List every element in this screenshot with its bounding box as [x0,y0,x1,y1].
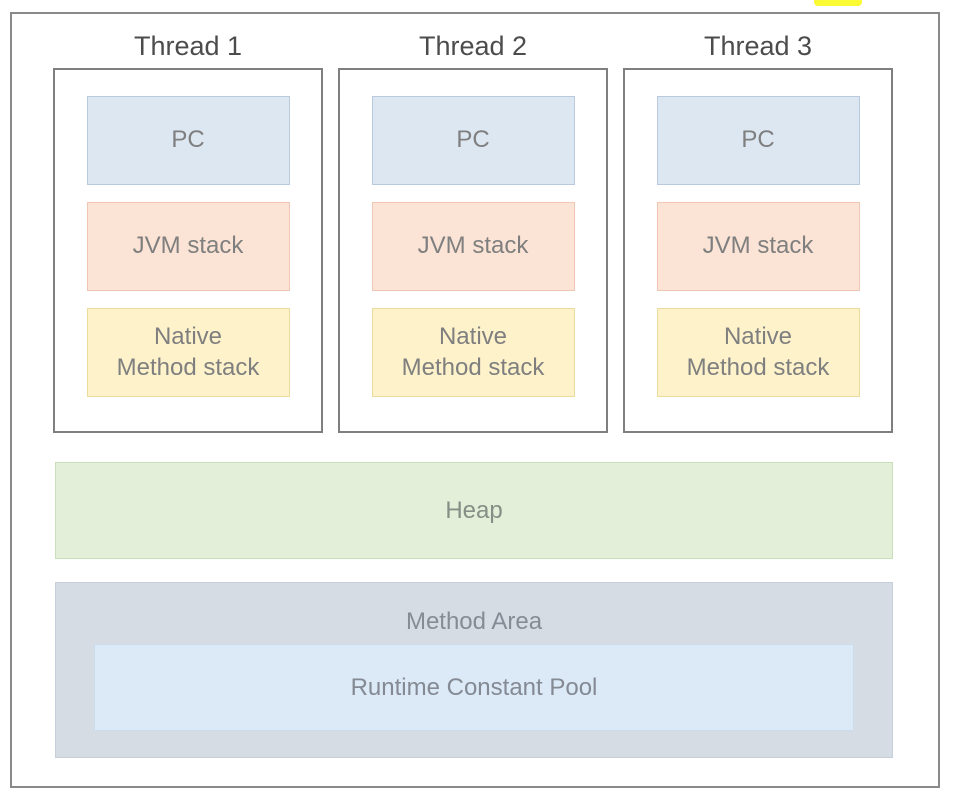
thread-1-box: PC JVM stack Native Method stack [53,68,323,433]
thread-3-label: Thread 3 [703,30,813,61]
thread-1-group: Thread 1 PC JVM stack Native Method stac… [53,24,323,433]
pc-register-box: PC [86,96,290,185]
thread-3-box: PC JVM stack Native Method stack [623,68,893,433]
thread-3-group: Thread 3 PC JVM stack Native Method stac… [623,24,893,433]
thread-2-label: Thread 2 [418,30,528,61]
pc-register-box: PC [371,96,575,185]
method-area-box: Method Area Runtime Constant Pool [55,582,893,758]
yellow-highlight-mark [814,0,862,6]
native-method-stack-box: Native Method stack [86,308,290,397]
heap-box: Heap [55,462,893,559]
thread-2-group: Thread 2 PC JVM stack Native Method stac… [338,24,608,433]
native-method-stack-box: Native Method stack [371,308,575,397]
runtime-constant-pool-box: Runtime Constant Pool [94,644,854,731]
pc-register-box: PC [656,96,860,185]
jvm-runtime-area-box: Thread 1 PC JVM stack Native Method stac… [10,12,940,788]
thread-1-label: Thread 1 [133,30,243,61]
method-area-label: Method Area [405,607,543,635]
jvm-stack-box: JVM stack [656,202,860,291]
jvm-stack-box: JVM stack [371,202,575,291]
thread-2-box: PC JVM stack Native Method stack [338,68,608,433]
jvm-stack-box: JVM stack [86,202,290,291]
native-method-stack-box: Native Method stack [656,308,860,397]
